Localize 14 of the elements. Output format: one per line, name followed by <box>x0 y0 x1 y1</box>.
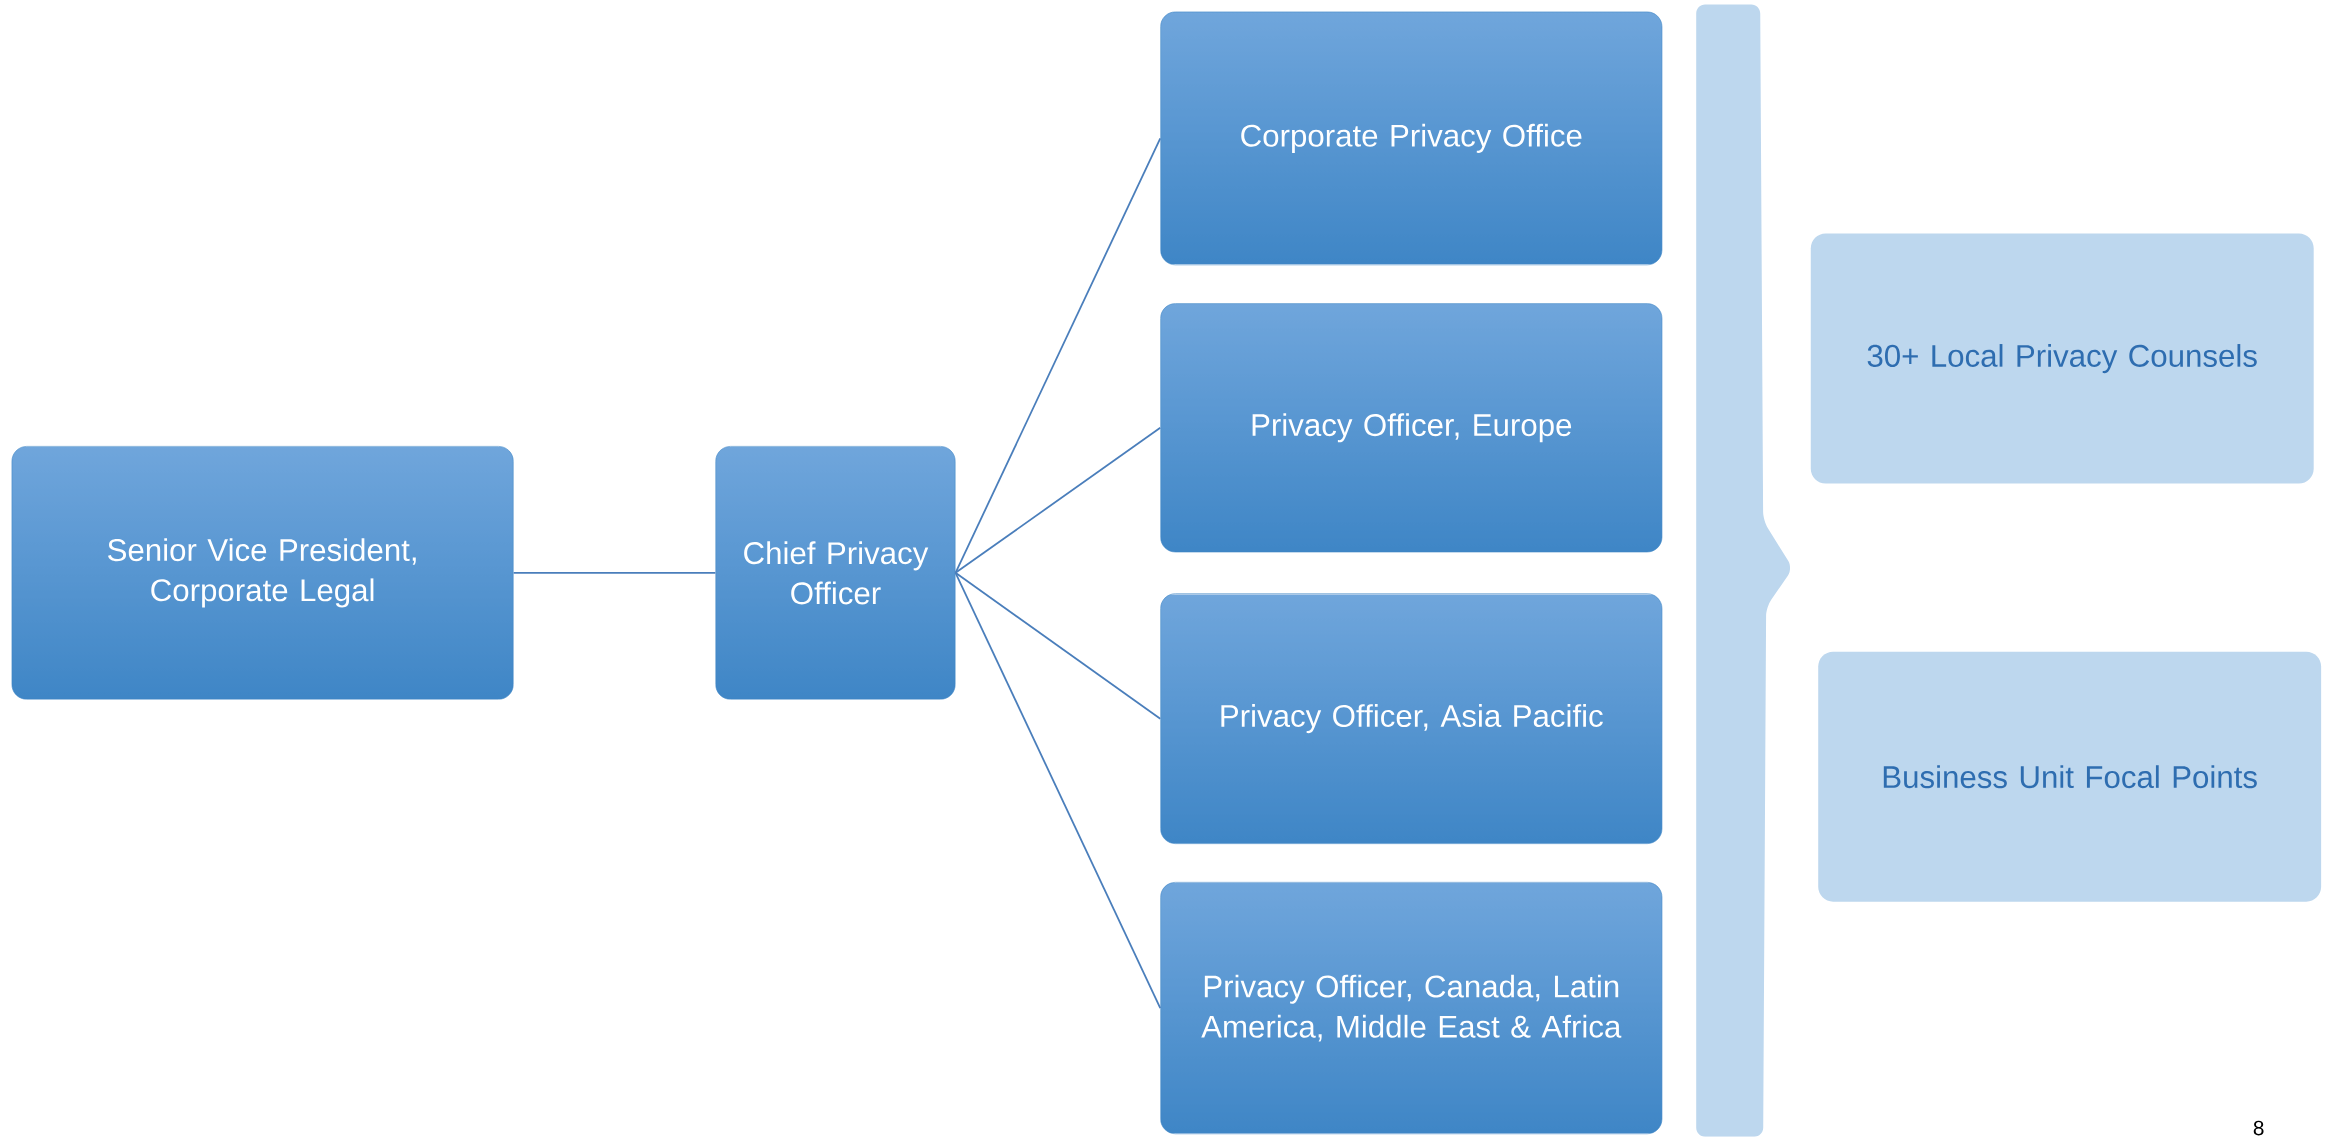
group-box: Business Unit Focal Points <box>1818 651 2322 902</box>
connector-line <box>954 427 1162 574</box>
org-box: Privacy Officer, Europe <box>1160 303 1663 553</box>
org-box: Privacy Officer, Asia Pacific <box>1160 593 1663 845</box>
connector-line <box>954 137 1162 574</box>
org-box: Senior Vice President, Corporate Legal <box>11 446 514 700</box>
connector-line <box>954 572 1162 720</box>
page-number: 8 <box>2253 1120 2264 1136</box>
org-box: Corporate Privacy Office <box>1160 11 1663 266</box>
connector-line <box>954 572 1162 1010</box>
connector-line <box>512 572 717 574</box>
group-box: 30+ Local Privacy Counsels <box>1810 233 2314 484</box>
org-box: Privacy Officer, Canada, Latin America, Middle East & Africa <box>1160 882 1663 1135</box>
org-box: Chief Privacy Officer <box>715 446 956 700</box>
